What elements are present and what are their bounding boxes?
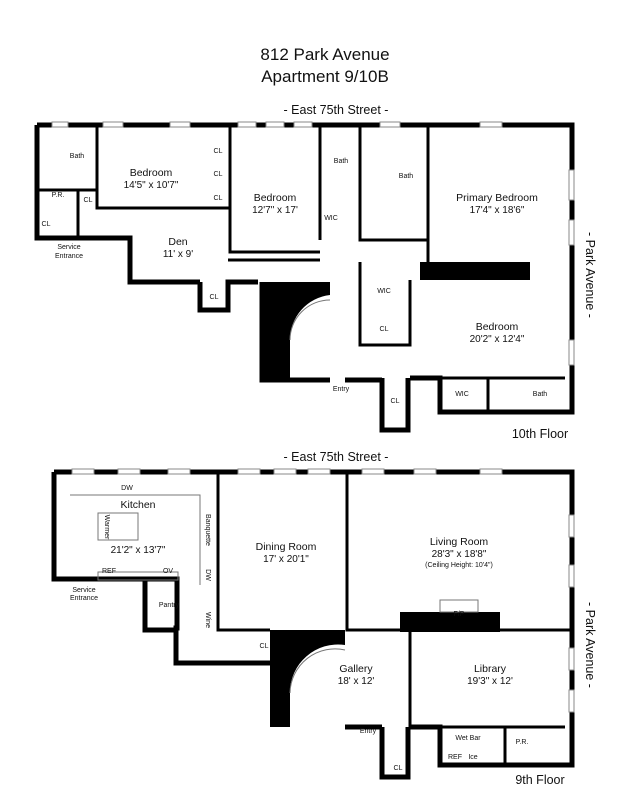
fireplace-label: F/P [454, 611, 465, 618]
floor-label-10: 10th Floor [512, 427, 568, 441]
wine-label: Wine [204, 612, 211, 628]
dishwasher-label: DW [204, 569, 211, 581]
closet-label: CL [42, 221, 51, 228]
powder-room-label: P.R. [52, 192, 65, 199]
library-name: Library [474, 663, 507, 675]
banquette-label: Banquette [204, 514, 211, 546]
dishwasher-label: DW [121, 485, 133, 492]
bath-label: Bath [399, 173, 414, 180]
street-label-top-10: - East 75th Street - [284, 103, 389, 117]
powder-room-label: P.R. [516, 739, 529, 746]
street-label-top-9: - East 75th Street - [284, 450, 389, 464]
bath-label: Bath [70, 153, 85, 160]
warmer-label: Warmer [103, 515, 110, 540]
closet-label: CL [210, 294, 219, 301]
bath-label: Bath [533, 391, 548, 398]
den-dimensions: 11' x 9' [163, 249, 193, 260]
service-entrance-label: Service [72, 587, 95, 594]
windows-9 [71, 468, 575, 713]
living-room-dimensions: 28'3" x 18'8" [432, 549, 487, 560]
closet-label: CL [84, 197, 93, 204]
bedroom-dimensions: 20'2" x 12'4" [470, 334, 525, 345]
kitchen-dimensions: 21'2" x 13'7" [111, 545, 166, 556]
refrigerator-label: REF [448, 754, 462, 761]
walk-in-closet-label: WIC [455, 391, 469, 398]
walls-10 [34, 122, 575, 433]
service-entrance-label: Entrance [55, 253, 83, 260]
den-name: Den [168, 236, 187, 248]
bedroom-dimensions: 12'7" x 17' [252, 205, 298, 216]
ice-label: Ice [468, 754, 477, 761]
bedroom-dimensions: 14'5" x 10'7" [124, 180, 179, 191]
street-label-right-10: - Park Avenue - [583, 232, 597, 318]
room-labels-10: Bath P.R. CL CL Service Entrance Bedroom… [42, 148, 548, 405]
service-entrance-label: Entrance [70, 595, 98, 602]
fireplace [439, 599, 479, 613]
closet-label: CL [391, 398, 400, 405]
primary-bedroom-dimensions: 17'4" x 18'6" [470, 205, 525, 216]
title-address: 812 Park Avenue [260, 45, 389, 64]
floor-9-plan: - East 75th Street - - Park Avenue - [51, 450, 597, 787]
title-apartment: Apartment 9/10B [261, 67, 389, 86]
ceiling-height-note: (Ceiling Height: 10'4") [425, 562, 493, 569]
dining-room-dimensions: 17' x 20'1" [263, 554, 309, 565]
refrigerator-label: REF [102, 568, 116, 575]
gallery-dimensions: 18' x 12' [338, 676, 375, 687]
street-label-right-9: - Park Avenue - [583, 602, 597, 688]
closet-label: CL [380, 326, 389, 333]
wet-bar-label: Wet Bar [455, 735, 481, 742]
entry-label: Entry [333, 386, 350, 393]
primary-bedroom-name: Primary Bedroom [456, 192, 538, 204]
walk-in-closet-label: WIC [324, 215, 338, 222]
library-dimensions: 19'3" x 12' [467, 676, 513, 687]
oven-label: OV [163, 568, 173, 575]
floor-label-9: 9th Floor [515, 773, 564, 787]
bedroom-name: Bedroom [130, 167, 173, 179]
closet-label: CL [214, 195, 223, 202]
windows-10 [51, 121, 575, 366]
dining-room-name: Dining Room [256, 541, 317, 553]
entry-label: Entry [360, 728, 377, 735]
gallery-name: Gallery [339, 663, 373, 675]
closet-label: CL [260, 643, 269, 650]
closet-label: CL [394, 765, 403, 772]
pantry-label: Pantry [159, 602, 180, 609]
bath-label: Bath [334, 158, 349, 165]
floor-10-plan: - East 75th Street - - Park Avenue - [34, 103, 597, 441]
kitchen-name: Kitchen [120, 499, 155, 511]
room-labels-9: DW Kitchen Warmer 21'2" x 13'7" REF OV B… [70, 485, 528, 772]
walk-in-closet-label: WIC [377, 288, 391, 295]
walls-9 [51, 469, 575, 780]
living-room-name: Living Room [430, 536, 489, 548]
bedroom-name: Bedroom [254, 192, 297, 204]
service-entrance-label: Service [57, 244, 80, 251]
bedroom-name: Bedroom [476, 321, 519, 333]
closet-label: CL [214, 171, 223, 178]
closet-label: CL [214, 148, 223, 155]
